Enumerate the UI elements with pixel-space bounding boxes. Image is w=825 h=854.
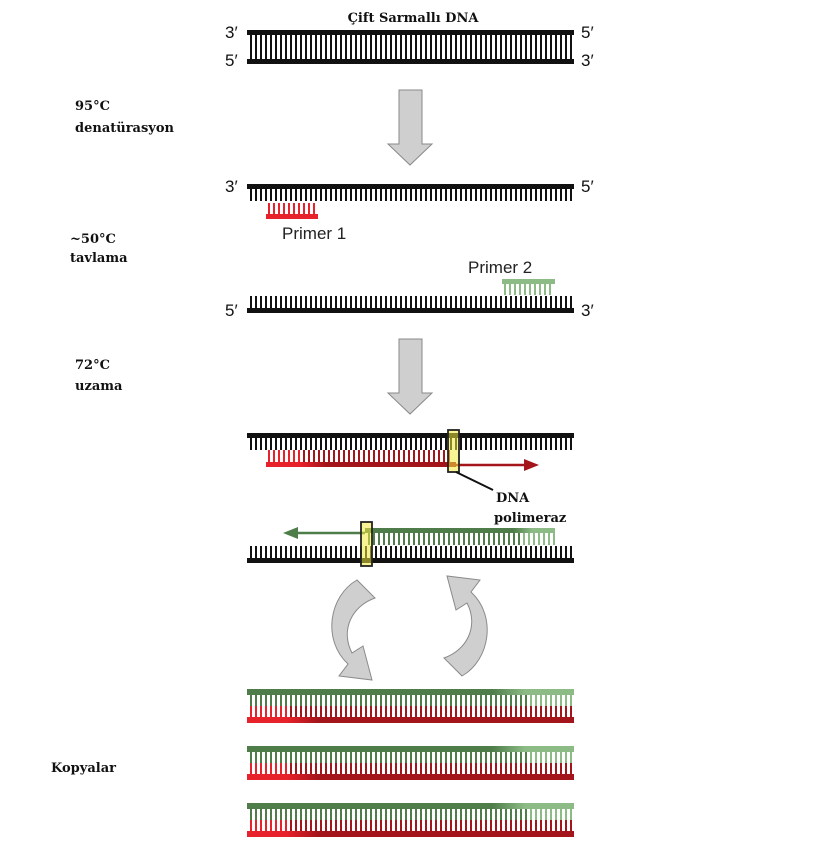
ss1-left-end: 3′ (225, 177, 238, 196)
ds-top-right-end: 5′ (581, 23, 594, 42)
step-extension-temp: 72°C (75, 358, 110, 373)
primer-2-label: Primer 2 (468, 258, 532, 277)
polymerase-label-line2: polimeraz (494, 511, 566, 526)
process-arrow-down (386, 338, 434, 415)
step-annealing-temp: ~50°C (70, 232, 116, 247)
extension-direction-arrow-right (456, 459, 539, 471)
extension-strand-bottom (247, 528, 574, 563)
cycle-arrow-left-icon (331, 579, 376, 681)
ds-bottom-left-end: 5′ (225, 51, 238, 70)
step-denaturation-temp: 95°C (75, 99, 110, 114)
copies-label: Kopyalar (51, 761, 116, 776)
single-strand-bottom (247, 296, 574, 313)
polymerase-pointer (455, 471, 494, 491)
primer-2 (502, 279, 555, 295)
primer-1-label: Primer 1 (282, 224, 346, 243)
single-strand-top (247, 184, 574, 201)
dna-copy (247, 803, 574, 837)
cycle-arrow-right-icon (443, 575, 488, 677)
step-extension-name: uzama (75, 379, 123, 394)
ss2-right-end: 3′ (581, 301, 594, 320)
ss2-left-end: 5′ (225, 301, 238, 320)
ds-bottom-right-end: 3′ (581, 51, 594, 70)
extension-direction-arrow-left (283, 527, 365, 539)
ds-top-left-end: 3′ (225, 23, 238, 42)
polymerase-label-line1: DNA (496, 491, 530, 506)
dna-copy (247, 689, 574, 723)
step-denaturation-name: denatürasyon (75, 121, 175, 136)
step-annealing-name: tavlama (70, 251, 128, 266)
primer-1 (266, 203, 318, 219)
ss1-right-end: 5′ (581, 177, 594, 196)
dna-polymerase-top (447, 429, 460, 473)
dna-copy (247, 746, 574, 780)
diagram-title: Çift Sarmallı DNA (348, 11, 480, 26)
double-stranded-dna (247, 30, 574, 64)
dna-polymerase-bottom (360, 521, 373, 567)
process-arrow-down (386, 89, 434, 166)
